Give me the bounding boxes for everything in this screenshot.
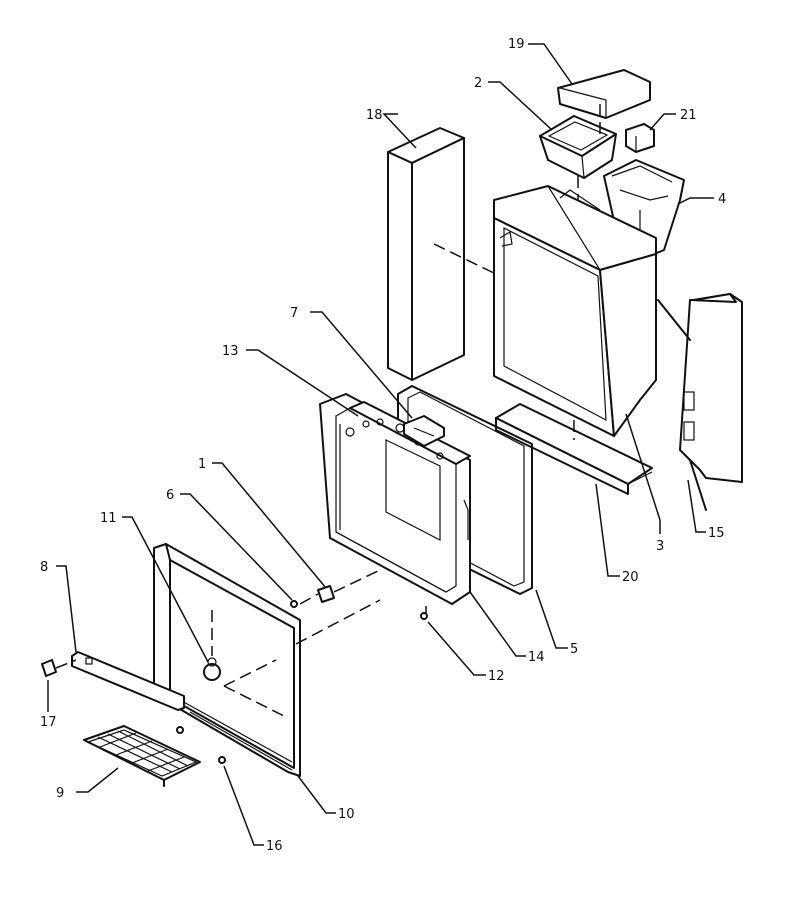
screw-door-left [176, 726, 184, 734]
callout-8: 8 [40, 560, 48, 575]
callout-5: 5 [570, 642, 578, 657]
callout-labels: 19 2 21 18 4 7 13 1 6 11 8 3 15 20 5 14 … [40, 37, 726, 854]
callout-1: 1 [198, 457, 206, 472]
callout-14: 14 [528, 650, 545, 665]
callout-12: 12 [488, 669, 505, 684]
part-15-side-panel [657, 293, 743, 511]
part-7-latch [403, 415, 445, 447]
callout-19: 19 [508, 37, 525, 52]
callout-16: 16 [266, 839, 283, 854]
callout-3: 3 [656, 539, 664, 554]
callout-20: 20 [622, 570, 639, 585]
callout-6: 6 [166, 488, 174, 503]
part-9-grille [83, 725, 201, 787]
callout-7: 7 [290, 306, 298, 321]
callout-9: 9 [56, 786, 64, 801]
part-10-door-frame [153, 543, 301, 777]
callout-4: 4 [718, 192, 726, 207]
leader-lines [47, 43, 714, 846]
callout-17: 17 [40, 715, 57, 730]
callout-10: 10 [338, 807, 355, 822]
callout-11: 11 [100, 511, 117, 526]
part-17-clip [41, 659, 57, 677]
part-3-liner-housing [493, 185, 657, 437]
part-19-top-cover [557, 69, 651, 119]
screw-part-16 [218, 756, 226, 764]
callout-2: 2 [474, 76, 482, 91]
part-8-handle-bar [71, 651, 185, 711]
part-21-small-block [625, 123, 655, 153]
callout-21: 21 [680, 108, 697, 123]
screw-part-6 [290, 600, 298, 608]
hinge-part-1 [317, 585, 335, 603]
screw-part-12 [420, 612, 428, 620]
part-18-insulation-block [387, 127, 465, 381]
part-20-base-rail [495, 403, 653, 495]
assembly-lines [55, 104, 601, 669]
callout-13: 13 [222, 344, 239, 359]
part-2-gasket-frame [539, 115, 617, 179]
callout-18: 18 [366, 108, 383, 123]
callout-15: 15 [708, 526, 725, 541]
part-14-evaporator-box [319, 393, 471, 605]
